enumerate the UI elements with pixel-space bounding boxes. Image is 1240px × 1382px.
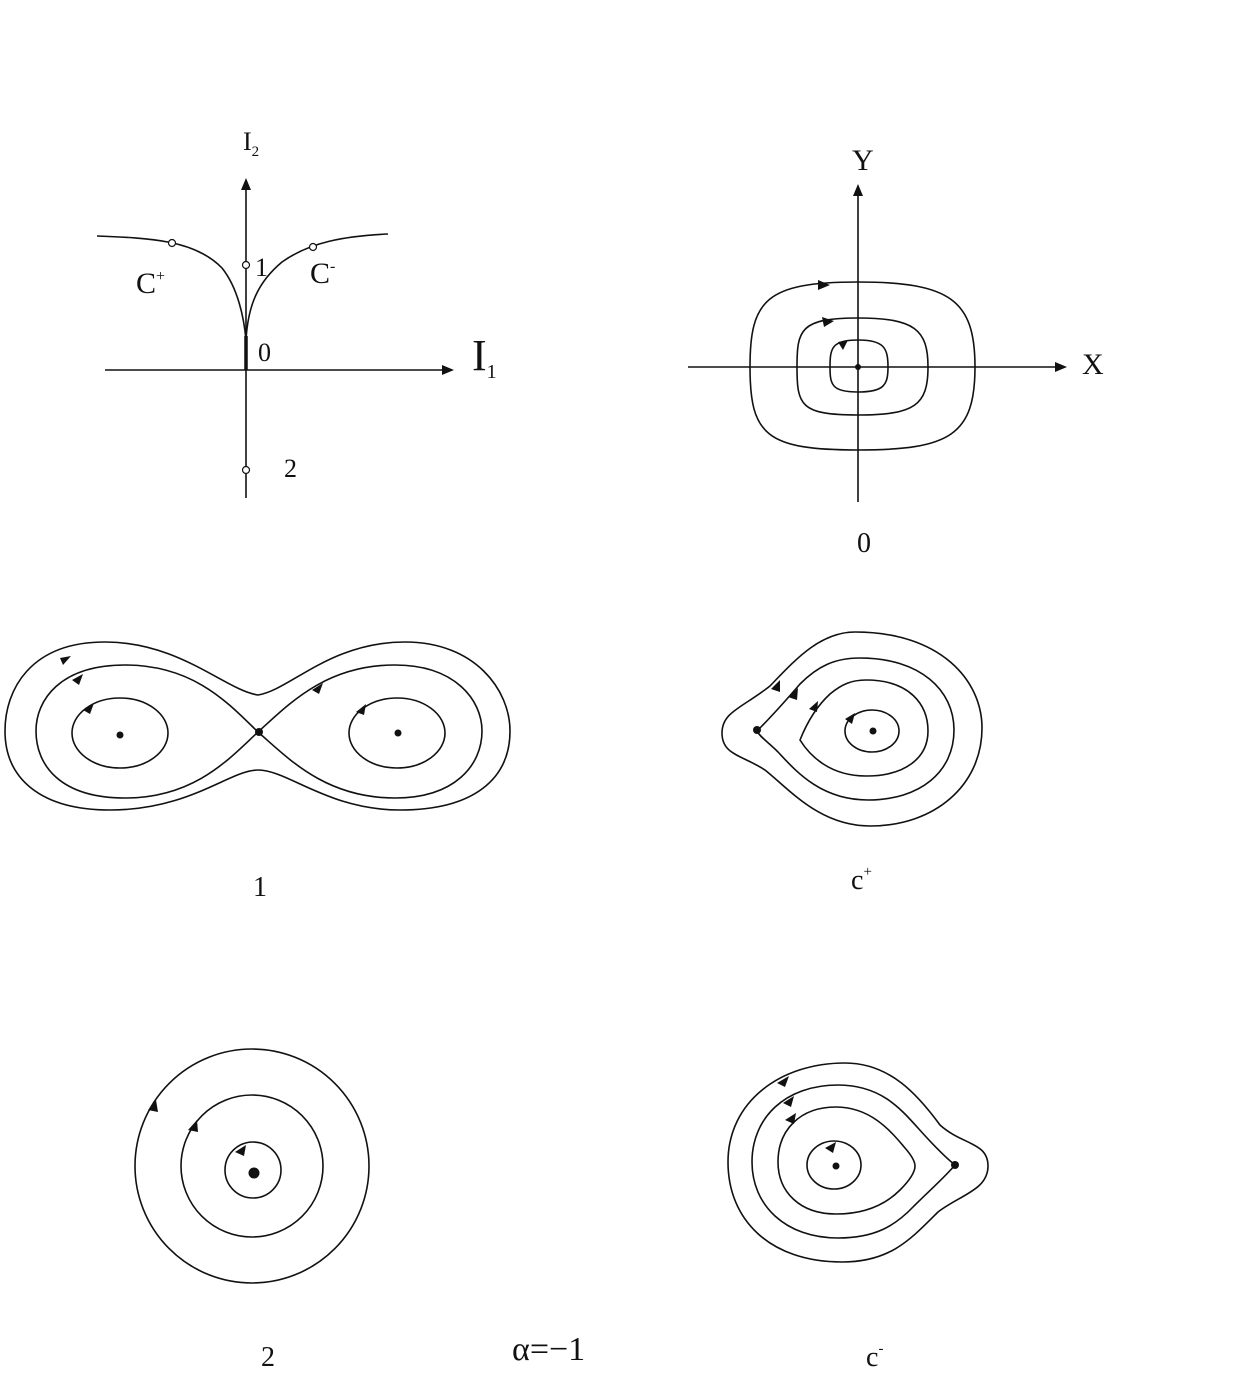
orbit-second-arrow xyxy=(788,688,798,700)
x-axis-label: X xyxy=(1082,348,1104,381)
orbit-outer xyxy=(749,281,976,451)
orbit-outer-arrow xyxy=(771,680,780,692)
portrait-c-minus-caption: c- xyxy=(866,1341,883,1373)
curve-c-minus-label: C- xyxy=(310,257,335,290)
orbit-middle xyxy=(796,317,929,416)
portrait-1: 1 xyxy=(4,641,511,903)
center-point xyxy=(832,1162,840,1170)
portrait-c-minus-superscript: - xyxy=(878,1341,883,1357)
orbit-right-arrow xyxy=(356,704,366,715)
orbit-outer xyxy=(721,631,983,827)
i1-axis-label: I1 xyxy=(472,331,497,383)
orbit-third-arrow xyxy=(785,1113,796,1124)
orbit-inner xyxy=(806,1140,862,1190)
i1-axis-subscript: 1 xyxy=(487,361,497,383)
point-1-marker xyxy=(241,260,251,270)
curve-c-plus-label: C+ xyxy=(136,267,165,300)
portrait-c-plus: c+ xyxy=(721,631,983,896)
curve-c-minus xyxy=(245,233,389,341)
orbit-inner-arrow xyxy=(825,1142,836,1153)
orbit-inner xyxy=(224,1141,282,1199)
orbit-third xyxy=(799,679,929,777)
center-right xyxy=(394,729,402,737)
orbit-second xyxy=(756,657,955,801)
bifurcation-diagram: I2 I1 0 1 2 C+ C- xyxy=(96,127,497,498)
orbit-outer xyxy=(134,1048,370,1284)
orbit-outer-arrow xyxy=(818,280,830,290)
portrait-c-plus-superscript: + xyxy=(863,864,871,880)
i2-axis-subscript: 2 xyxy=(252,144,260,160)
orbit-inner xyxy=(844,709,900,753)
orbit-middle-arrow xyxy=(188,1120,198,1132)
curve-c-minus-superscript: - xyxy=(330,258,335,275)
orbit-outer xyxy=(727,1062,989,1263)
portrait-2-caption: 2 xyxy=(261,1342,275,1373)
orbit-inner xyxy=(829,339,889,393)
separatrix-arrow-right xyxy=(312,683,323,694)
portrait-2: 2 xyxy=(134,1048,370,1373)
point-2-marker xyxy=(241,465,251,475)
portrait-c-minus: c- xyxy=(727,1062,989,1373)
orbit-outer-arrow xyxy=(777,1076,789,1087)
orbit-outer-arrow xyxy=(148,1100,158,1112)
curve-c-plus xyxy=(96,235,247,341)
orbit-middle-arrow xyxy=(822,317,834,327)
equilibrium-point xyxy=(855,364,861,370)
orbit-inner-arrow xyxy=(235,1145,246,1156)
portrait-c-plus-caption: c+ xyxy=(851,864,872,896)
point-2-label: 2 xyxy=(284,454,297,483)
saddle-point xyxy=(255,728,263,736)
point-c-minus-marker xyxy=(308,242,318,252)
center-left xyxy=(116,731,124,739)
orbit-third-arrow xyxy=(809,701,818,712)
orbit-left-center xyxy=(71,697,169,769)
curve-c-plus-superscript: + xyxy=(156,268,165,285)
cusp-point xyxy=(753,726,761,734)
orbit-left-arrow xyxy=(83,703,94,714)
point-0-label: 0 xyxy=(258,338,271,367)
point-1-label: 1 xyxy=(255,253,268,282)
orbit-second xyxy=(751,1084,957,1239)
parameter-label: α=−1 xyxy=(512,1331,585,1368)
portrait-0: X Y 0 xyxy=(688,144,1104,559)
portrait-0-caption: 0 xyxy=(857,528,871,559)
orbit-inner-arrow xyxy=(845,713,855,724)
orbit-right-center xyxy=(348,697,446,769)
separatrix-arrow-left xyxy=(72,674,83,685)
portrait-1-caption: 1 xyxy=(253,872,267,903)
center-point xyxy=(869,727,877,735)
cusp-point xyxy=(951,1161,959,1169)
center-point xyxy=(248,1167,260,1179)
orbit-middle xyxy=(180,1094,324,1238)
orbit-outer xyxy=(4,641,511,811)
y-axis-label: Y xyxy=(852,144,874,177)
orbit-second-arrow xyxy=(783,1096,794,1107)
orbit-outer-arrow xyxy=(60,656,71,665)
i2-axis-label: I2 xyxy=(243,127,259,160)
orbit-inner-arrow xyxy=(838,340,848,350)
orbit-third xyxy=(777,1106,916,1215)
point-c-plus-marker xyxy=(167,238,177,248)
